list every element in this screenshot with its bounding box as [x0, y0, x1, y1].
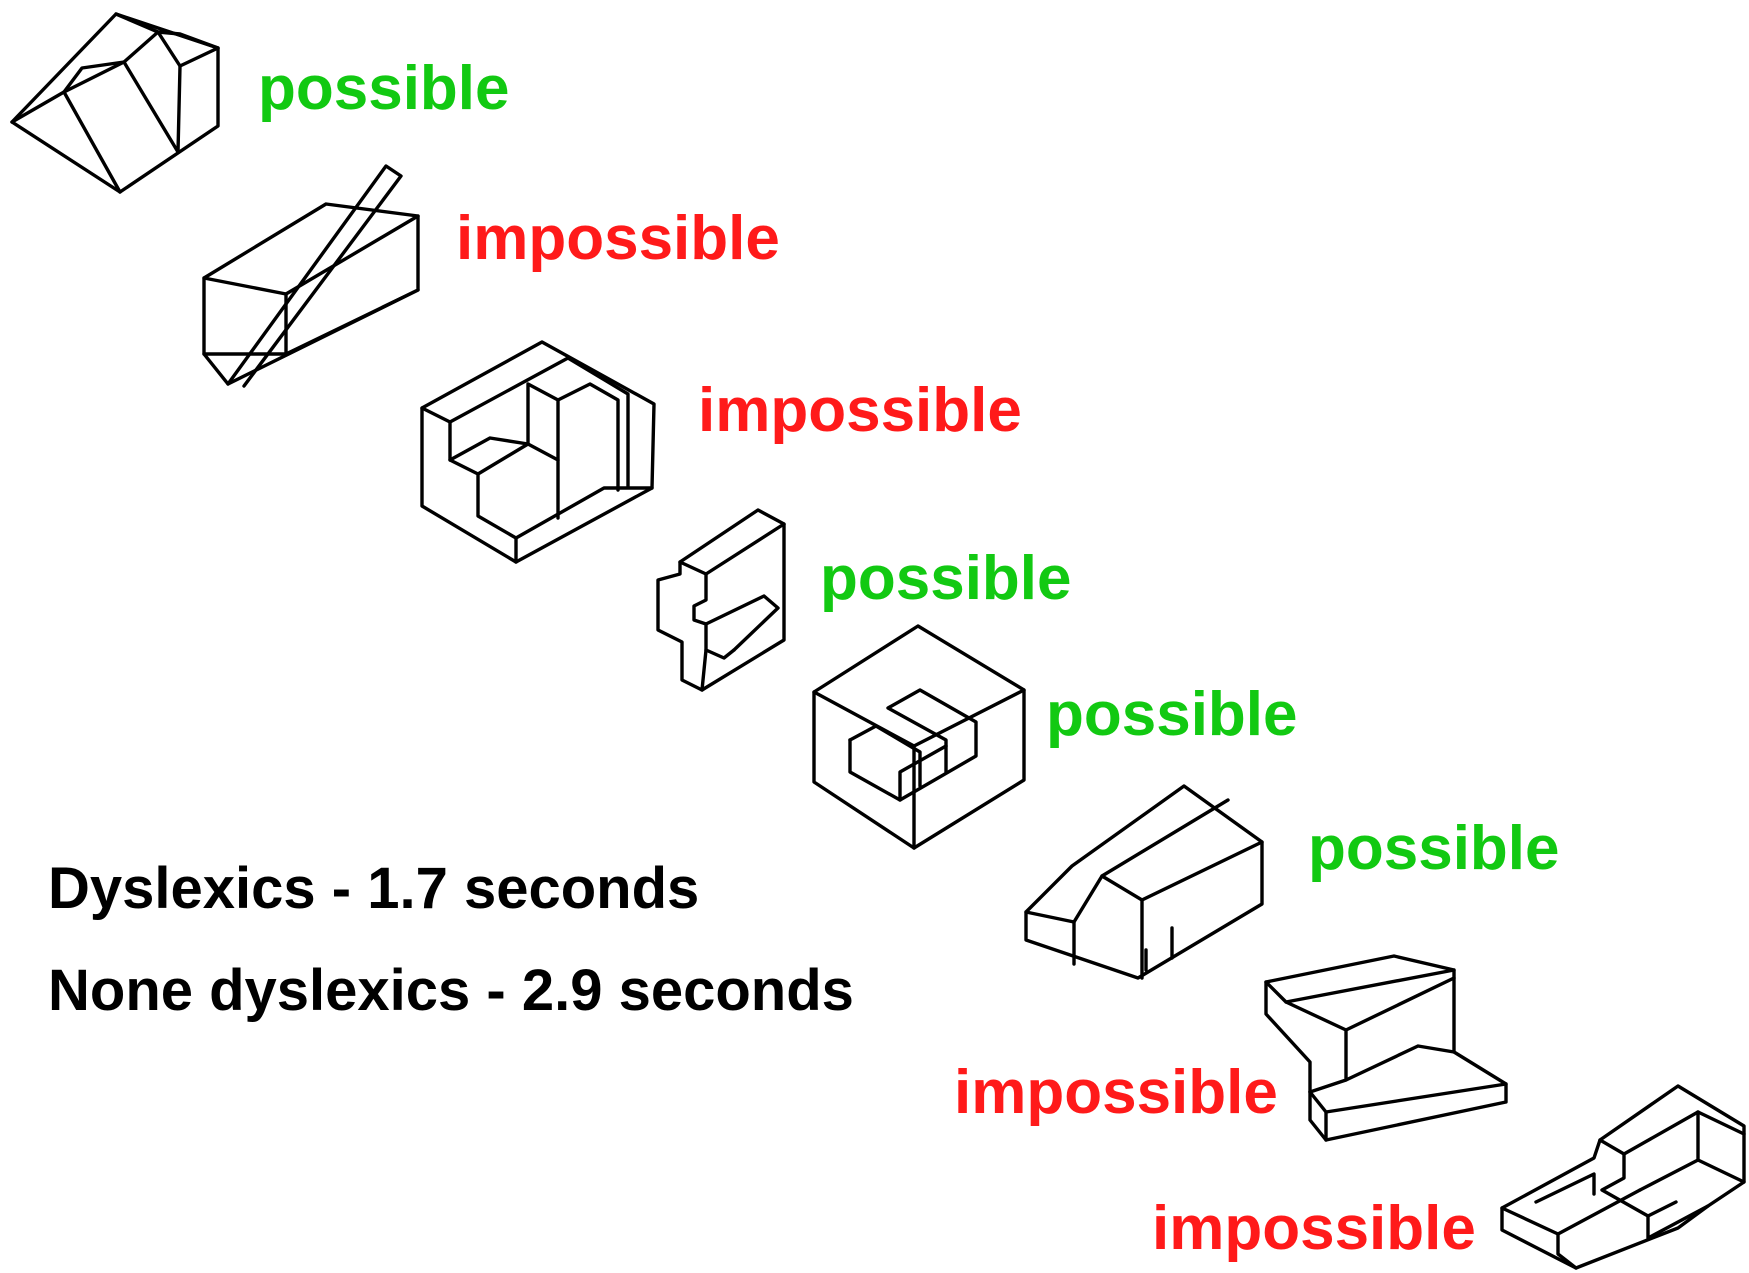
house-with-arch-figure-icon [1022, 782, 1272, 987]
cross-notched-block-figure-icon [654, 500, 794, 695]
slanted-slab-figure-icon [196, 158, 426, 398]
hook-frame-figure-icon [810, 622, 1030, 852]
stepped-box-figure-icon [418, 338, 666, 568]
figure-8-label: impossible [1152, 1194, 1476, 1263]
figure-1-label: possible [258, 54, 510, 123]
twisted-slab-figure-icon [1258, 952, 1508, 1147]
figure-7-label: impossible [954, 1058, 1278, 1127]
figure-2-label: impossible [456, 204, 780, 273]
interlocked-rings-figure-icon [1498, 1082, 1748, 1272]
dyslexics-time-text: Dyslexics - 1.7 seconds [48, 856, 700, 921]
non-dyslexics-time-text: None dyslexics - 2.9 seconds [48, 958, 854, 1023]
figure-6-label: possible [1308, 814, 1560, 883]
figure-4-label: possible [820, 544, 1072, 613]
wedge-block-figure-icon [8, 6, 233, 196]
figure-5-label: possible [1046, 680, 1298, 749]
figure-3-label: impossible [698, 376, 1022, 445]
